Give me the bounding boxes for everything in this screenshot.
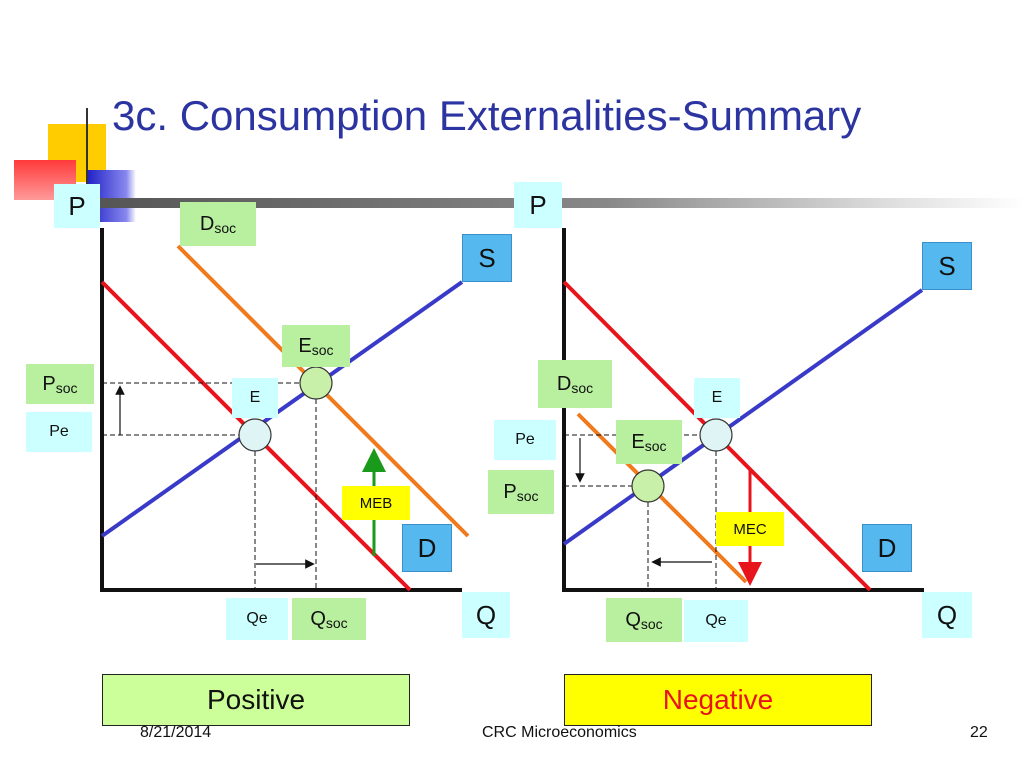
right-dsoc-main: D (556, 372, 572, 395)
left-dsoc-main: D (199, 212, 215, 235)
left-esoc-main: E (298, 334, 312, 357)
left-meb-label: MEB (342, 486, 410, 520)
left-demand-label: D (402, 524, 452, 572)
deco-vertical-rule (86, 108, 88, 198)
right-social-equilibrium-point (631, 469, 665, 503)
left-esoc-sub: soc (311, 342, 334, 358)
right-esoc-sub: soc (644, 438, 667, 454)
left-equilibrium-point (238, 418, 272, 452)
right-esoc-main: E (631, 430, 645, 453)
left-pe-label: Pe (26, 412, 92, 452)
right-supply-line (562, 288, 924, 546)
footer-course: CRC Microeconomics (482, 724, 637, 741)
footer-page-number: 22 (970, 724, 988, 741)
negative-caption: Negative (564, 674, 872, 726)
right-pe-label: Pe (494, 420, 556, 460)
left-supply-line (100, 280, 464, 538)
right-demand-label: D (862, 524, 912, 572)
slide-title: 3c. Consumption Externalities-Summary (112, 92, 862, 139)
left-psoc-sub: soc (55, 380, 78, 396)
left-qsoc-main: Q (310, 607, 326, 630)
left-supply-label: S (462, 234, 512, 282)
left-diagram (100, 228, 470, 592)
left-dsoc-sub: soc (214, 220, 237, 236)
left-axis-p-label: P (54, 184, 100, 228)
left-qsoc-sub: soc (325, 615, 348, 631)
right-dsoc-sub: soc (571, 380, 594, 396)
right-qsoc-main: Q (625, 608, 641, 631)
left-psoc-main: P (42, 372, 56, 395)
right-diagram (562, 228, 924, 592)
right-psoc-sub: soc (516, 488, 539, 504)
left-e-label: E (232, 378, 278, 418)
right-equilibrium-point (699, 418, 733, 452)
right-social-demand-line (576, 412, 748, 584)
footer-date: 8/21/2014 (140, 724, 212, 741)
right-axis-q-label: Q (922, 592, 972, 638)
left-qe-label: Qe (226, 598, 288, 640)
left-axis-q-label: Q (462, 592, 510, 638)
right-qsoc-sub: soc (640, 616, 663, 632)
right-qe-label: Qe (684, 600, 748, 642)
left-social-equilibrium-point (299, 366, 333, 400)
positive-caption: Positive (102, 674, 410, 726)
right-mec-label: MEC (716, 512, 784, 546)
right-psoc-main: P (503, 480, 517, 503)
right-axis-p-label: P (514, 182, 562, 228)
right-supply-label: S (922, 242, 972, 290)
right-e-label: E (694, 378, 740, 418)
